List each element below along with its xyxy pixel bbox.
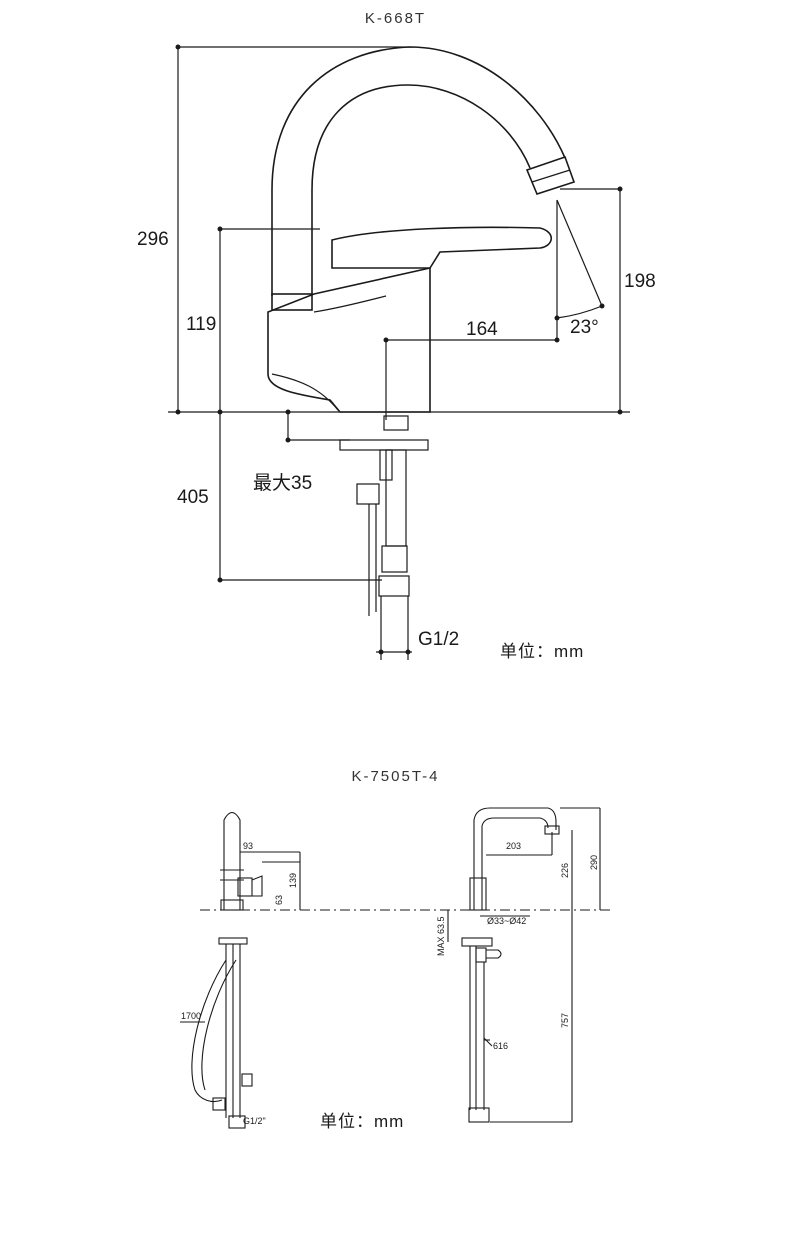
dim-616: 616 — [493, 1041, 508, 1051]
dim-63: 63 — [274, 895, 284, 905]
bottom-model-title: K-7505T-4 — [351, 768, 440, 785]
dim-hole-diameter: Ø33~Ø42 — [487, 916, 526, 926]
top-faucet-drawing — [168, 46, 630, 660]
dim-290: 290 — [589, 855, 599, 870]
dim-max-deck: MAX 63.5 — [436, 916, 446, 956]
dim-handle-height: 119 — [186, 314, 216, 335]
dim-max-thickness: 最大35 — [253, 472, 312, 494]
dim-spout-height: 198 — [624, 271, 656, 292]
dim-hose: 1700 — [181, 1011, 201, 1021]
dim-thread: G1/2 — [418, 629, 459, 650]
dim-spout-angle: 23° — [570, 317, 599, 338]
dim-139: 139 — [288, 873, 298, 888]
bottom-faucet-side-view — [180, 811, 301, 1129]
top-unit-label: 单位：mm — [500, 642, 584, 661]
top-model-title: K-668T — [364, 10, 427, 27]
dimension-endpoints — [175, 44, 623, 655]
dim-757: 757 — [560, 1013, 570, 1028]
dim-reach: 164 — [466, 319, 498, 340]
dim-below-deck: 405 — [177, 487, 209, 508]
dim-203: 203 — [506, 841, 521, 851]
dim-height-total: 296 — [137, 229, 169, 250]
dim-93: 93 — [243, 841, 253, 851]
dim-226: 226 — [560, 863, 570, 878]
dim-thread-bottom: G1/2" — [243, 1116, 266, 1126]
bottom-unit-label: 单位：mm — [320, 1112, 404, 1131]
bottom-faucet-front-view — [447, 807, 601, 1123]
